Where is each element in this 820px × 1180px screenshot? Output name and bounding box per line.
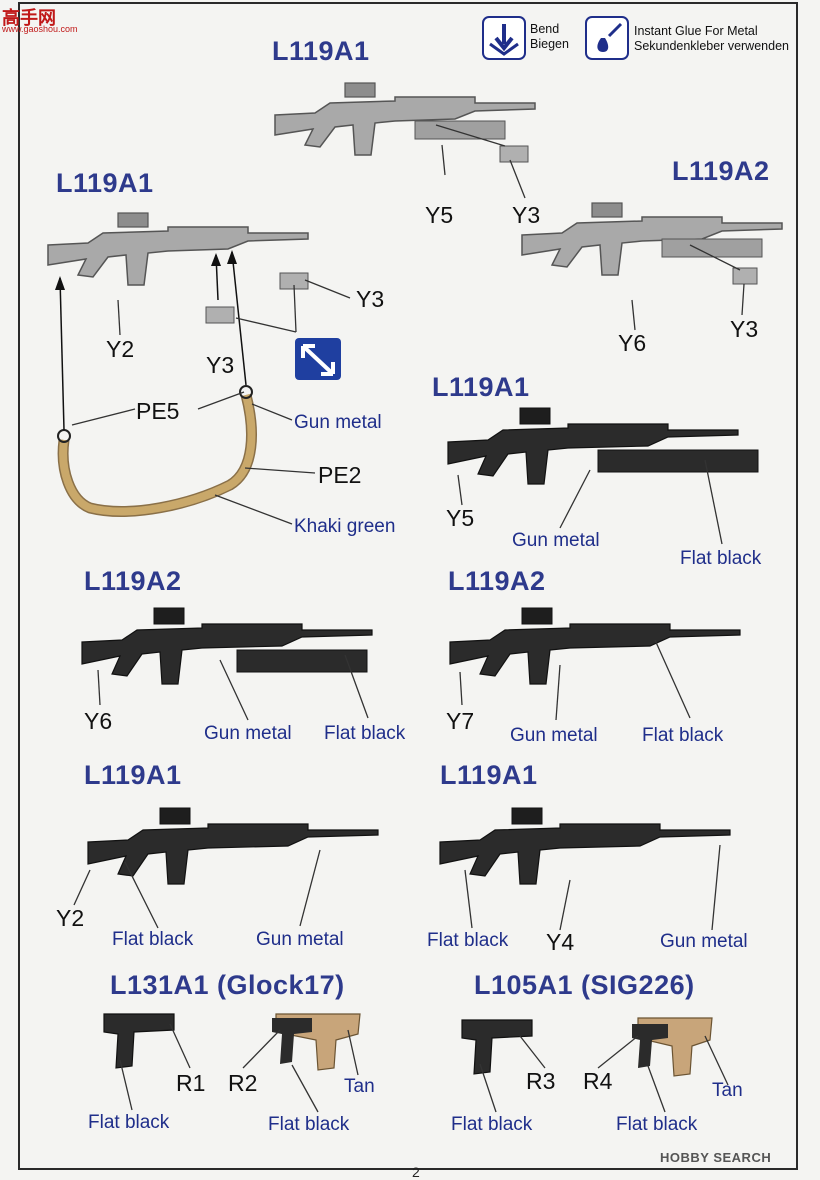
color-mid-gun-metal: Gun metal (512, 530, 600, 551)
color-sling-gun-metal: Gun metal (294, 412, 382, 433)
title-pistol-right: L105A1 (SIG226) (474, 970, 695, 1000)
watermark-url: www.gaoshou.com (2, 24, 78, 34)
code-right-y3: Y3 (730, 316, 759, 342)
code-row2-y6: Y6 (84, 708, 113, 734)
code-r1: R1 (176, 1070, 206, 1096)
part-y3-top (499, 145, 529, 163)
page-number: 2 (412, 1164, 420, 1180)
rifle-right-l119a2 (521, 202, 783, 276)
title-row3-left: L119A1 (84, 760, 182, 790)
code-r4: R4 (583, 1068, 613, 1094)
legend-bend-de: Biegen (530, 37, 569, 51)
bend-icon (482, 16, 526, 60)
bend-arrow-icon (295, 338, 341, 380)
color-p2-tan: Tan (344, 1076, 375, 1097)
leader-lines (71, 124, 745, 1113)
rifle-row3-right-l119a1 (439, 807, 731, 885)
code-left-y2: Y2 (106, 336, 135, 362)
color-row2l-gun-metal: Gun metal (204, 723, 292, 744)
title-row2-right: L119A2 (448, 566, 546, 596)
title-pistol-left: L131A1 (Glock17) (110, 970, 345, 1000)
pistol-glock (103, 1013, 175, 1069)
rifle-left-l119a1 (47, 212, 309, 286)
color-row3l-flat-black: Flat black (112, 929, 194, 950)
code-left-y3b: Y3 (206, 352, 235, 378)
watermark-logo: 高手网 (2, 8, 56, 28)
color-p1-flat-black: Flat black (88, 1112, 170, 1133)
legend-bend-en: Bend (530, 22, 560, 36)
color-row2r-gun-metal: Gun metal (510, 725, 598, 746)
code-mid-y5: Y5 (446, 505, 475, 531)
code-r2: R2 (228, 1070, 258, 1096)
part-y3-left-b (205, 306, 235, 324)
color-p3-flat-black: Flat black (451, 1114, 533, 1135)
code-left-y3a: Y3 (356, 286, 385, 312)
color-row3r-gun-metal: Gun metal (660, 931, 748, 952)
legend-glue-en: Instant Glue For Metal (634, 24, 758, 38)
legend-bend-text: Bend Biegen (530, 22, 569, 52)
color-row2r-flat-black: Flat black (642, 725, 724, 746)
code-pe2: PE2 (318, 462, 362, 488)
code-pe5: PE5 (136, 398, 180, 424)
code-top-y3: Y3 (512, 202, 541, 228)
color-row3l-gun-metal: Gun metal (256, 929, 344, 950)
legend-glue-de: Sekundenkleber verwenden (634, 39, 789, 53)
rifle-row3-left-l119a1 (87, 807, 379, 885)
color-p4-tan: Tan (712, 1080, 743, 1101)
title-right: L119A2 (672, 156, 770, 186)
title-left: L119A1 (56, 168, 154, 198)
rifle-mid-l119a1 (447, 407, 759, 485)
rifle-row2-left-l119a2 (81, 607, 373, 685)
title-row2-left: L119A2 (84, 566, 182, 596)
color-row2l-flat-black: Flat black (324, 723, 406, 744)
code-right-y6: Y6 (618, 330, 647, 356)
watermark-hobbysearch: HOBBY SEARCH (660, 1150, 772, 1165)
glue-drop-icon (585, 16, 629, 60)
pistol-sig-holster (632, 1017, 713, 1077)
title-top: L119A1 (272, 36, 370, 66)
part-y3-right (732, 267, 758, 285)
title-mid-right: L119A1 (432, 372, 530, 402)
title-row3-right: L119A1 (440, 760, 538, 790)
page-border (18, 2, 798, 1170)
color-p2-flat-black: Flat black (268, 1114, 350, 1135)
color-mid-flat-black: Flat black (680, 548, 762, 569)
code-top-y5: Y5 (425, 202, 454, 228)
color-p4-flat-black: Flat black (616, 1114, 698, 1135)
rifle-row2-right-l119a2 (449, 607, 741, 685)
color-sling-khaki: Khaki green (294, 516, 396, 537)
color-row3r-flat-black: Flat black (427, 930, 509, 951)
legend-glue-text: Instant Glue For Metal Sekundenkleber ve… (634, 24, 789, 54)
code-row3-y4: Y4 (546, 929, 575, 955)
pistol-glock-holster (272, 1013, 361, 1071)
code-r3: R3 (526, 1068, 556, 1094)
code-row3-y2: Y2 (56, 905, 85, 931)
pistol-sig (461, 1019, 533, 1075)
rifle-top-l119a1 (274, 82, 536, 156)
code-row2-y7: Y7 (446, 708, 475, 734)
